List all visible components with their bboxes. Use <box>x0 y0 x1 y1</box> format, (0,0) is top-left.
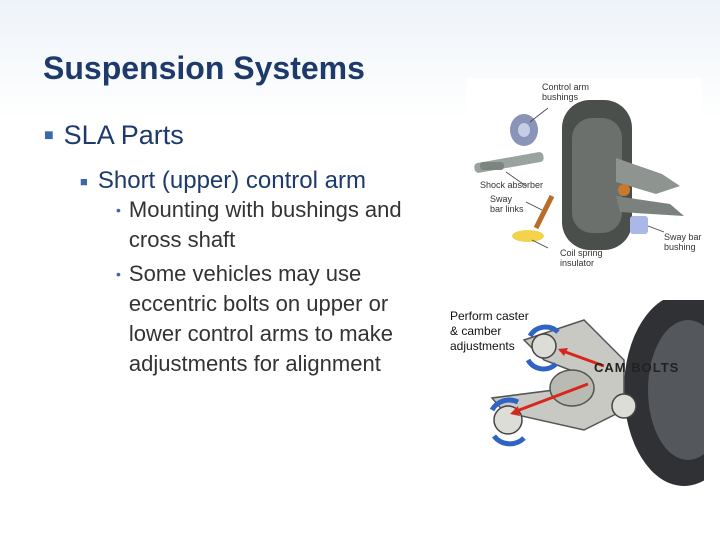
bullet-text: Some vehicles may use eccentric bolts on… <box>128 261 393 376</box>
bullet-text: Mounting with bushings and cross shaft <box>128 197 402 252</box>
bullet-level-1: ■ SLA Parts <box>44 120 444 151</box>
sla-parts-illustration <box>474 100 684 250</box>
bullet-level-3: • Mounting with bushings and cross shaft <box>116 195 416 255</box>
label-control-arm-bushings: Control arm bushings <box>542 82 590 102</box>
bullet-level-2: ■ Short (upper) control arm <box>80 167 444 195</box>
dot-bullet-icon: • <box>116 266 121 282</box>
cam-bolts-diagram: CAM BOLTS <box>474 294 720 486</box>
cam-bolts-illustration <box>489 294 720 486</box>
perform-adjustments-caption: Perform caster & camber adjustments <box>450 309 529 353</box>
cam-bolts-label: CAM BOLTS <box>594 360 680 375</box>
slide-title: Suspension Systems <box>43 50 365 86</box>
sla-parts-diagram: Control arm bushings Shock absorber Sway… <box>466 78 702 268</box>
label-coil-spring-insulator: Coil spring insulator <box>560 248 603 268</box>
bullet-text: Short (upper) control arm <box>97 167 366 194</box>
dot-bullet-icon: • <box>116 202 121 218</box>
label-sway-bar-bushing: Sway bar bushing <box>664 232 702 252</box>
bullet-list: ■ SLA Parts ■ Short (upper) control arm … <box>44 120 444 379</box>
bullet-level-3: • Some vehicles may use eccentric bolts … <box>116 259 416 379</box>
label-shock-absorber: Shock absorber <box>480 180 544 190</box>
square-bullet-icon: ■ <box>80 173 88 189</box>
label-sway-bar-links: Sway bar links <box>490 194 524 214</box>
bullet-text: SLA Parts <box>63 120 184 150</box>
square-bullet-icon: ■ <box>44 126 54 144</box>
